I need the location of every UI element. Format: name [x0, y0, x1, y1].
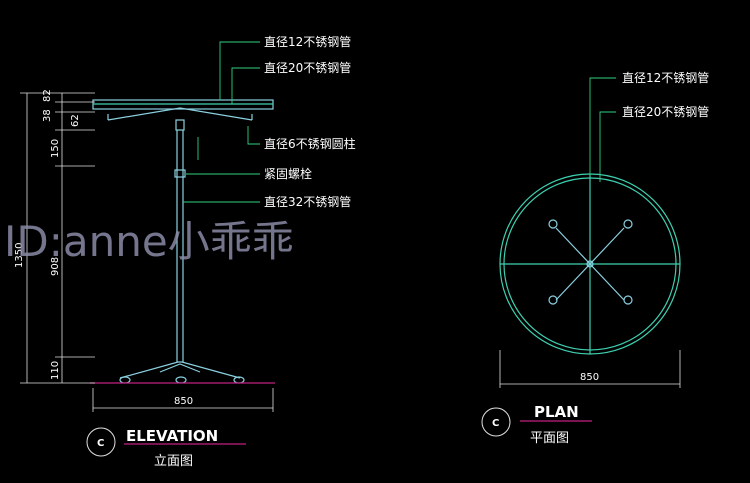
dim-110: 110	[50, 361, 61, 380]
dim-82: 82	[42, 89, 53, 102]
watermark-text: ID:anne小乖乖	[4, 217, 294, 266]
foot-left	[119, 376, 131, 384]
dim-150: 150	[50, 139, 61, 158]
elevation-leaders	[183, 41, 260, 203]
plan-leader-label-1: 直径12不锈钢管	[622, 70, 709, 85]
elevation-title: ELEVATION	[126, 427, 218, 445]
bolt	[174, 169, 186, 178]
elevation-leader-label-3: 直径6不锈钢圆柱	[264, 136, 356, 151]
elevation-leader-label-1: 直径12不锈钢管	[264, 34, 351, 49]
plan-width-dim	[499, 350, 681, 388]
plan-leg-end-4	[623, 295, 633, 305]
base-legs	[119, 361, 241, 379]
dim-62: 62	[70, 114, 81, 127]
elevation-view	[90, 99, 275, 384]
plan-leg-end-1	[548, 219, 558, 229]
plan-title: PLAN	[534, 403, 579, 421]
plan-subtitle: 平面图	[530, 431, 569, 446]
plan-tag-circle	[481, 407, 511, 437]
plan-title-block	[481, 407, 592, 437]
dim-38: 38	[42, 109, 53, 122]
plan-hub	[586, 260, 594, 268]
plan-cross-legs	[555, 227, 625, 301]
top-brace	[107, 107, 253, 121]
elevation-tag: C	[97, 438, 104, 449]
plan-view	[499, 173, 681, 355]
dim-908: 908	[50, 257, 61, 276]
elevation-subtitle: 立面图	[154, 454, 193, 469]
elevation-width-dim	[92, 388, 274, 412]
elevation-leader-label-2: 直径20不锈钢管	[264, 60, 351, 75]
elevation-leader-label-4: 紧固螺栓	[264, 166, 312, 181]
foot-center	[175, 376, 187, 384]
elevation-leader-label-5: 直径32不锈钢管	[264, 194, 351, 209]
plan-leaders	[589, 77, 616, 182]
plan-width-value: 850	[580, 372, 599, 383]
plan-leader-label-2: 直径20不锈钢管	[622, 104, 709, 119]
hub	[175, 119, 185, 131]
elevation-title-block	[86, 427, 246, 457]
plan-tag: C	[492, 418, 499, 429]
plan-leg-end-2	[623, 219, 633, 229]
dim-1350: 1350	[14, 243, 25, 268]
elevation-tag-circle	[86, 427, 116, 457]
elevation-vertical-dims	[20, 92, 95, 384]
elevation-width-value: 850	[174, 396, 193, 407]
plan-leg-end-3	[548, 295, 558, 305]
